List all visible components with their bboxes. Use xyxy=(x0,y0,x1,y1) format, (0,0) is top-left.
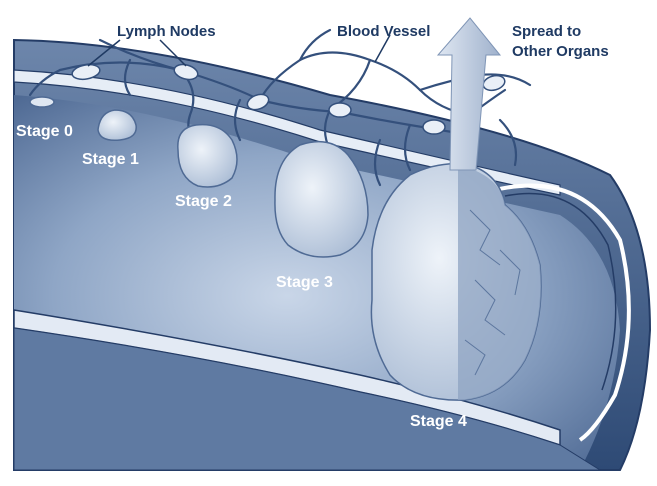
lymph-node xyxy=(423,120,445,134)
tumor-stage-0 xyxy=(30,97,54,107)
label-stage-3: Stage 3 xyxy=(276,274,333,291)
lymph-node xyxy=(329,103,351,117)
label-blood-vessel: Blood Vessel xyxy=(337,23,430,40)
label-spread-line1: Spread to xyxy=(512,23,581,40)
tumor-stage-1 xyxy=(98,110,136,140)
label-stage-4: Stage 4 xyxy=(410,413,467,430)
label-spread-line2: Other Organs xyxy=(512,43,609,60)
label-stage-2: Stage 2 xyxy=(175,193,232,210)
label-lymph-nodes: Lymph Nodes xyxy=(117,23,216,40)
label-stage-0: Stage 0 xyxy=(16,123,73,140)
label-stage-1: Stage 1 xyxy=(82,151,139,168)
